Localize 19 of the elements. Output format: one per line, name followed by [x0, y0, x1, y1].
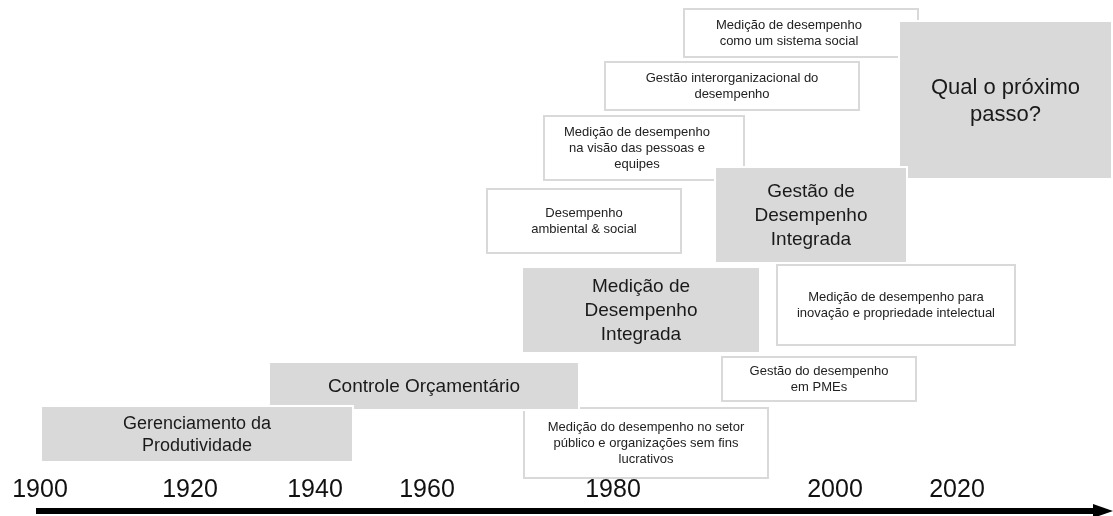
era-box: Gestão de Desempenho Integrada: [714, 166, 908, 264]
topic-box: Medição de desempenho como um sistema social: [683, 8, 919, 58]
year-label: 2000: [807, 476, 863, 501]
topic-box: Gestão interorganizacional do desempenho: [604, 61, 860, 111]
year-label: 1980: [585, 476, 641, 501]
year-label: 1900: [12, 476, 68, 501]
topic-box: Medição de desempenho para inovação e propriedade intelectual: [776, 264, 1016, 346]
era-box: Controle Orçamentário: [268, 361, 580, 411]
year-label: 1960: [399, 476, 455, 501]
topic-box: Medição do desempenho no setor público e organizações sem fins lucrativos: [523, 407, 769, 479]
year-label: 2020: [929, 476, 985, 501]
era-box: Qual o próximo passo?: [898, 20, 1113, 180]
year-label: 1920: [162, 476, 218, 501]
topic-box: Medição de desempenho na visão das pessoas e equipes: [543, 115, 745, 181]
topic-box: Desempenho ambiental & social: [486, 188, 682, 254]
year-label: 1940: [287, 476, 343, 501]
topic-box: Gestão do desempenho em PMEs: [721, 356, 917, 402]
era-box: Gerenciamento da Produtividade: [40, 405, 354, 463]
era-box: Medição de Desempenho Integrada: [521, 266, 761, 354]
